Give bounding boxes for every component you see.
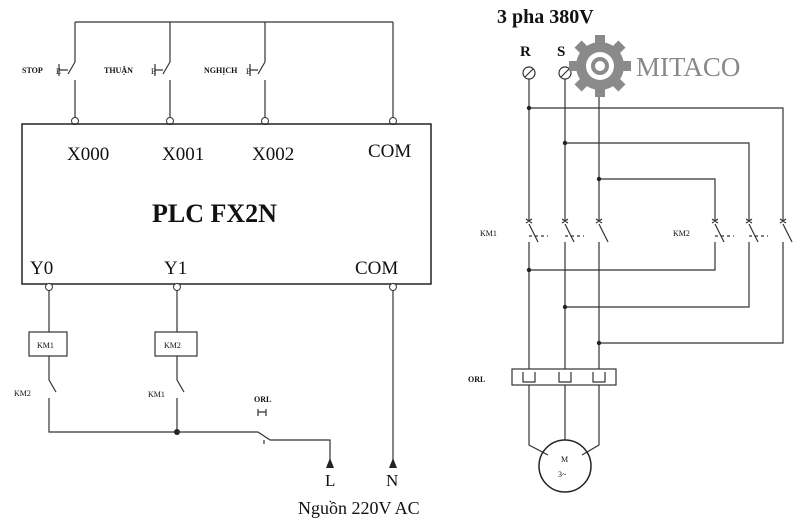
l-arrow xyxy=(326,458,334,468)
y1-branch xyxy=(176,290,185,432)
interlock-km2-label: KM2 xyxy=(14,389,31,398)
coil-km1 xyxy=(28,331,68,357)
coil-km2-label: KM2 xyxy=(164,341,181,350)
input-x002: X002 xyxy=(252,144,294,165)
plc-title: PLC FX2N xyxy=(152,199,277,228)
orl-relay xyxy=(511,368,617,386)
km1-label: KM1 xyxy=(480,229,497,238)
power-title: 3 pha 380V xyxy=(497,6,594,28)
output-com: COM xyxy=(355,258,398,279)
interlock-km1-label: KM1 xyxy=(148,390,165,399)
terminal-y1 xyxy=(173,283,181,291)
input-x001: X001 xyxy=(162,144,204,165)
contactor-km2 xyxy=(529,218,793,344)
input-com: COM xyxy=(368,141,411,162)
motor-3ph: 3~ xyxy=(558,470,567,479)
reverse-label: NGHỊCH xyxy=(204,66,238,75)
phase-lines xyxy=(528,79,600,220)
input-common-bus xyxy=(74,21,394,124)
km2-supply-taps xyxy=(529,107,784,220)
orl-elements xyxy=(522,352,606,383)
n-arrow xyxy=(389,458,397,468)
stop-label: STOP xyxy=(22,66,43,75)
supply-label: Nguồn 220V AC xyxy=(298,498,420,518)
phase-r: R xyxy=(520,44,531,60)
motor xyxy=(538,439,592,493)
phase-s: S xyxy=(557,44,565,60)
contactor-km1 xyxy=(525,218,609,352)
orl-power-label: ORL xyxy=(468,375,485,384)
coil-km2 xyxy=(154,331,198,357)
terminal-y0 xyxy=(45,283,53,291)
supply-l: L xyxy=(325,471,335,490)
terminal-com-out xyxy=(389,283,397,291)
forward-symbol: E xyxy=(151,67,156,76)
input-x000: X000 xyxy=(67,144,109,165)
coil-km1-label: KM1 xyxy=(37,341,54,350)
gear-icon xyxy=(569,35,631,97)
km2-label: KM2 xyxy=(673,229,690,238)
plc-box xyxy=(21,123,432,285)
orl-actuator xyxy=(257,409,267,416)
brand-name: MITACO xyxy=(636,52,740,82)
supply-n: N xyxy=(386,471,398,490)
motor-leads xyxy=(528,385,600,456)
orl-label: ORL xyxy=(254,395,271,404)
reverse-symbol: E xyxy=(246,67,251,76)
forward-label: THUẬN xyxy=(104,66,133,75)
output-y0: Y0 xyxy=(30,258,53,279)
motor-m: M xyxy=(561,455,568,464)
y0-branch xyxy=(48,290,177,433)
output-y1: Y1 xyxy=(164,258,187,279)
reverse-button: NGHỊCH E xyxy=(204,61,266,118)
forward-button: THUẬN E xyxy=(104,61,171,118)
stop-symbol: E xyxy=(56,67,61,76)
stop-button: STOP E xyxy=(22,61,76,118)
orl-contact xyxy=(177,431,331,466)
